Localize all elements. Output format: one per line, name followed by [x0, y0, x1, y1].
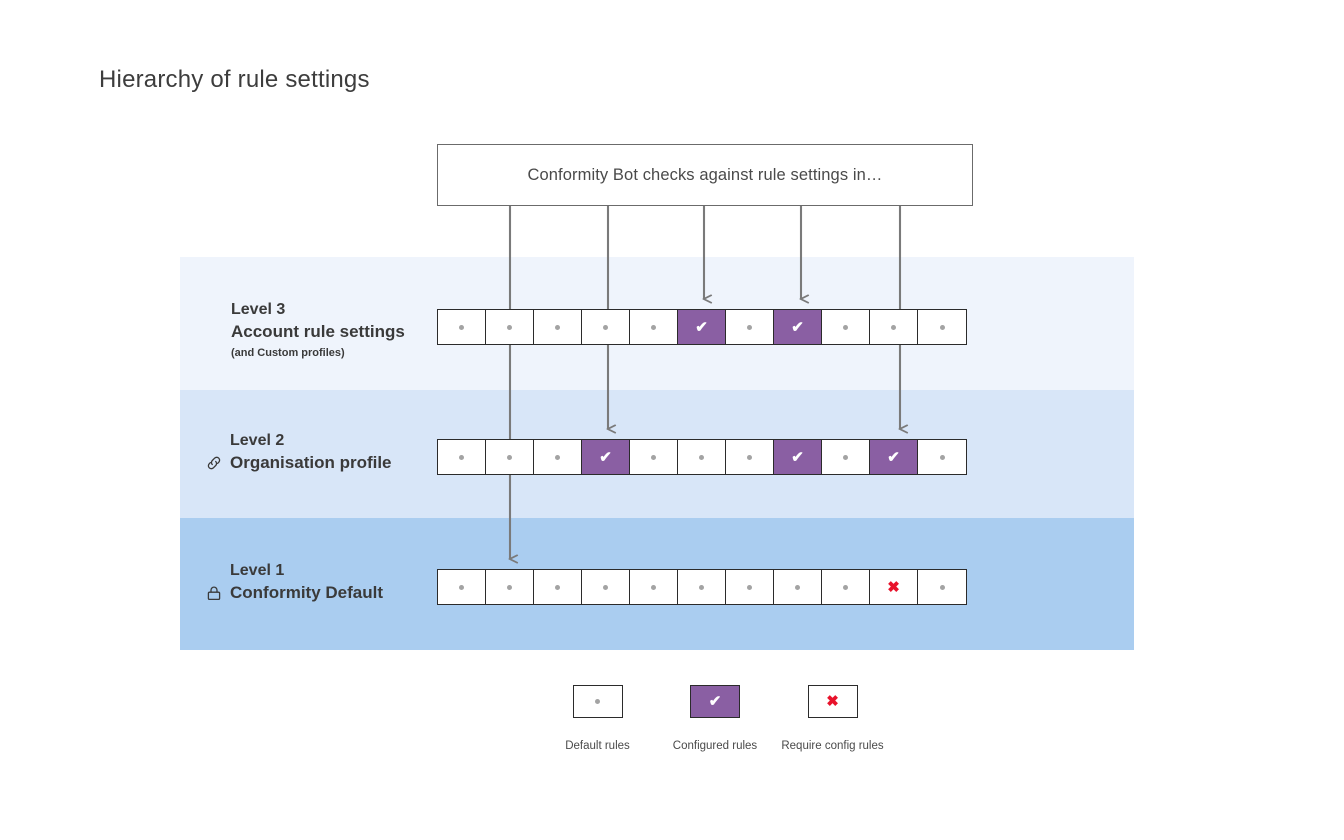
rule-cell-default — [726, 310, 774, 344]
rule-cell-default — [534, 570, 582, 604]
rule-cell-default — [582, 310, 630, 344]
legend-item-configured: ✔ Configured rules — [658, 685, 773, 752]
dot-icon — [507, 324, 512, 330]
level1-rule-row: ✖ — [437, 569, 967, 605]
rule-cell-default — [726, 440, 774, 474]
level3-title: Level 3 — [231, 301, 286, 318]
level3-label-block: Level 3 Account rule settings (and Custo… — [231, 299, 405, 361]
dot-icon — [651, 454, 656, 460]
level2-title: Level 2 — [230, 432, 285, 449]
rule-cell-default — [630, 440, 678, 474]
level2-rule-row: ✔ ✔ ✔ — [437, 439, 967, 475]
level3-rule-row: ✔✔ — [437, 309, 967, 345]
rule-cell-require: ✖ — [870, 570, 918, 604]
rule-cell-configured: ✔ — [678, 310, 726, 344]
rule-cell-default — [822, 570, 870, 604]
top-box: Conformity Bot checks against rule setti… — [437, 144, 973, 206]
rule-cell-default — [918, 440, 966, 474]
dot-icon — [891, 324, 896, 330]
rule-cell-default — [438, 570, 486, 604]
rule-cell-default — [822, 440, 870, 474]
check-icon: ✔ — [791, 448, 804, 466]
rule-cell-default — [438, 310, 486, 344]
rule-cell-default — [630, 570, 678, 604]
legend: Default rules ✔ Configured rules ✖ Requi… — [540, 685, 890, 752]
dot-icon — [699, 584, 704, 590]
rule-cell-default — [534, 310, 582, 344]
dot-icon — [651, 584, 656, 590]
legend-caption-configured: Configured rules — [672, 740, 758, 752]
check-icon: ✔ — [887, 448, 900, 466]
dot-icon — [555, 584, 560, 590]
dot-icon — [747, 324, 752, 330]
rule-cell-default — [438, 440, 486, 474]
level3-name: Account rule settings — [231, 321, 405, 341]
dot-icon — [939, 324, 945, 330]
rule-cell-default — [486, 310, 534, 344]
dot-icon — [459, 454, 464, 460]
rule-cell-default — [822, 310, 870, 344]
legend-swatch-configured: ✔ — [690, 685, 740, 718]
rule-cell-default — [918, 570, 966, 604]
dot-icon — [555, 454, 560, 460]
dot-icon — [595, 699, 600, 704]
level1-title: Level 1 — [230, 562, 285, 579]
dot-icon — [939, 454, 945, 460]
dot-icon — [747, 454, 752, 460]
rule-cell-default — [486, 440, 534, 474]
dot-icon — [843, 324, 848, 330]
dot-icon — [699, 454, 704, 460]
legend-swatch-require: ✖ — [807, 685, 858, 718]
legend-caption-require: Require config rules — [781, 740, 884, 752]
rule-cell-configured: ✔ — [582, 440, 630, 474]
rule-cell-default — [534, 440, 582, 474]
cross-icon: ✖ — [826, 693, 839, 710]
rule-cell-default — [486, 570, 534, 604]
rule-cell-default — [582, 570, 630, 604]
rule-cell-default — [726, 570, 774, 604]
legend-swatch-default — [572, 685, 623, 718]
rule-cell-configured: ✔ — [774, 310, 822, 344]
rule-cell-configured: ✔ — [870, 440, 918, 474]
rule-cell-default — [870, 310, 918, 344]
level1-name: Conformity Default — [230, 582, 383, 602]
dot-icon — [459, 324, 464, 330]
cross-icon: ✖ — [887, 578, 900, 596]
dot-icon — [747, 584, 752, 590]
dot-icon — [507, 584, 512, 590]
check-icon: ✔ — [695, 318, 708, 336]
rule-cell-default — [630, 310, 678, 344]
legend-caption-default: Default rules — [565, 740, 630, 752]
dot-icon — [603, 324, 608, 330]
check-icon: ✔ — [791, 318, 804, 336]
dot-icon — [843, 454, 848, 460]
rule-cell-default — [918, 310, 966, 344]
check-icon: ✔ — [599, 448, 612, 466]
dot-icon — [507, 454, 512, 460]
page-title: Hierarchy of rule settings — [99, 66, 370, 93]
level1-label-block: Level 1 Conformity Default — [205, 560, 383, 605]
link-icon — [205, 454, 223, 472]
dot-icon — [555, 324, 560, 330]
dot-icon — [795, 584, 800, 590]
dot-icon — [603, 584, 608, 590]
rule-cell-default — [774, 570, 822, 604]
legend-item-require: ✖ Require config rules — [775, 685, 890, 752]
level2-label-block: Level 2 Organisation profile — [205, 430, 392, 475]
legend-item-default: Default rules — [540, 685, 655, 752]
rule-cell-default — [678, 440, 726, 474]
rule-cell-default — [678, 570, 726, 604]
dot-icon — [459, 584, 464, 590]
check-icon: ✔ — [708, 693, 722, 710]
lock-icon — [205, 584, 223, 602]
level2-name: Organisation profile — [230, 452, 392, 472]
rule-cell-configured: ✔ — [774, 440, 822, 474]
dot-icon — [939, 584, 945, 590]
level3-note: (and Custom profiles) — [231, 346, 345, 359]
dot-icon — [843, 584, 848, 590]
dot-icon — [651, 324, 656, 330]
top-box-text: Conformity Bot checks against rule setti… — [527, 165, 883, 184]
